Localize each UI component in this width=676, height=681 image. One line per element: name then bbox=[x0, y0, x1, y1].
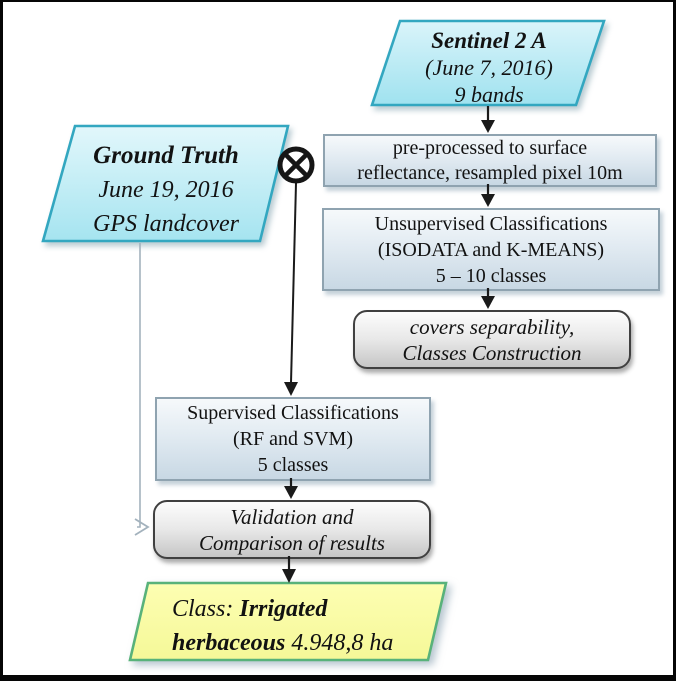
preprocess-line1: pre-processed to surface bbox=[392, 136, 588, 159]
arrow-validation-to-result bbox=[282, 556, 296, 583]
sentinel-input-node: Sentinel 2 A (June 7, 2016) 9 bands bbox=[380, 27, 598, 108]
sentinel-input-shape bbox=[370, 19, 606, 107]
open-chevron-arrow-icon bbox=[134, 518, 150, 536]
arrow-preprocess-to-unsupervised bbox=[481, 184, 495, 207]
ground-truth-date: June 19, 2016 bbox=[98, 177, 234, 203]
arrow-unsupervised-to-covers bbox=[481, 288, 495, 309]
ground-truth-input-node: Ground Truth June 19, 2016 GPS landcover bbox=[57, 139, 275, 241]
unsupervised-line2: (ISODATA and K-MEANS) bbox=[377, 238, 605, 261]
preprocess-step-box: pre-processed to surface reflectance, re… bbox=[323, 134, 657, 187]
unsupervised-line3: 5 – 10 classes bbox=[435, 264, 547, 287]
result-line1: Class: Irrigated bbox=[172, 592, 438, 626]
sentinel-bands: 9 bands bbox=[454, 82, 524, 107]
result-class-label: Class: bbox=[172, 596, 234, 622]
validation-line2: Comparison of results bbox=[199, 530, 385, 555]
covers-separability-box: covers separability, Classes Constructio… bbox=[353, 310, 631, 369]
result-output-shape bbox=[128, 581, 448, 662]
validation-line1: Validation and bbox=[230, 504, 354, 529]
ground-truth-input-shape bbox=[41, 124, 290, 243]
covers-line2: Classes Construction bbox=[402, 340, 582, 365]
sentinel-date: (June 7, 2016) bbox=[425, 55, 553, 80]
result-output-node: Class: Irrigated herbaceous 4.948,8 ha bbox=[172, 592, 438, 660]
validation-box: Validation and Comparison of results bbox=[153, 500, 431, 559]
ground-truth-validation-link bbox=[134, 243, 150, 536]
supervised-line2: (RF and SVM) bbox=[232, 428, 353, 450]
unsupervised-step-box: Unsupervised Classifications (ISODATA an… bbox=[322, 208, 660, 291]
preprocess-line2: reflectance, resampled pixel 10m bbox=[357, 161, 623, 184]
arrow-sentinel-to-preprocess bbox=[481, 106, 495, 133]
result-area-value: 4.948,8 ha bbox=[291, 630, 394, 656]
covers-line1: covers separability, bbox=[409, 314, 575, 339]
arrow-supervised-to-validation bbox=[284, 478, 298, 499]
sentinel-title: Sentinel 2 A bbox=[431, 28, 547, 53]
ground-truth-title: Ground Truth bbox=[93, 142, 239, 169]
supervised-line3: 5 classes bbox=[257, 454, 329, 476]
ground-truth-source: GPS landcover bbox=[93, 211, 239, 237]
unsupervised-line1: Unsupervised Classifications bbox=[374, 212, 608, 235]
supervised-step-box: Supervised Classifications (RF and SVM) … bbox=[155, 397, 431, 481]
result-line2: herbaceous 4.948,8 ha bbox=[172, 626, 438, 660]
result-class-name-2: herbaceous bbox=[172, 630, 286, 656]
result-class-name-1: Irrigated bbox=[239, 596, 328, 622]
supervised-line1: Supervised Classifications bbox=[187, 402, 399, 424]
